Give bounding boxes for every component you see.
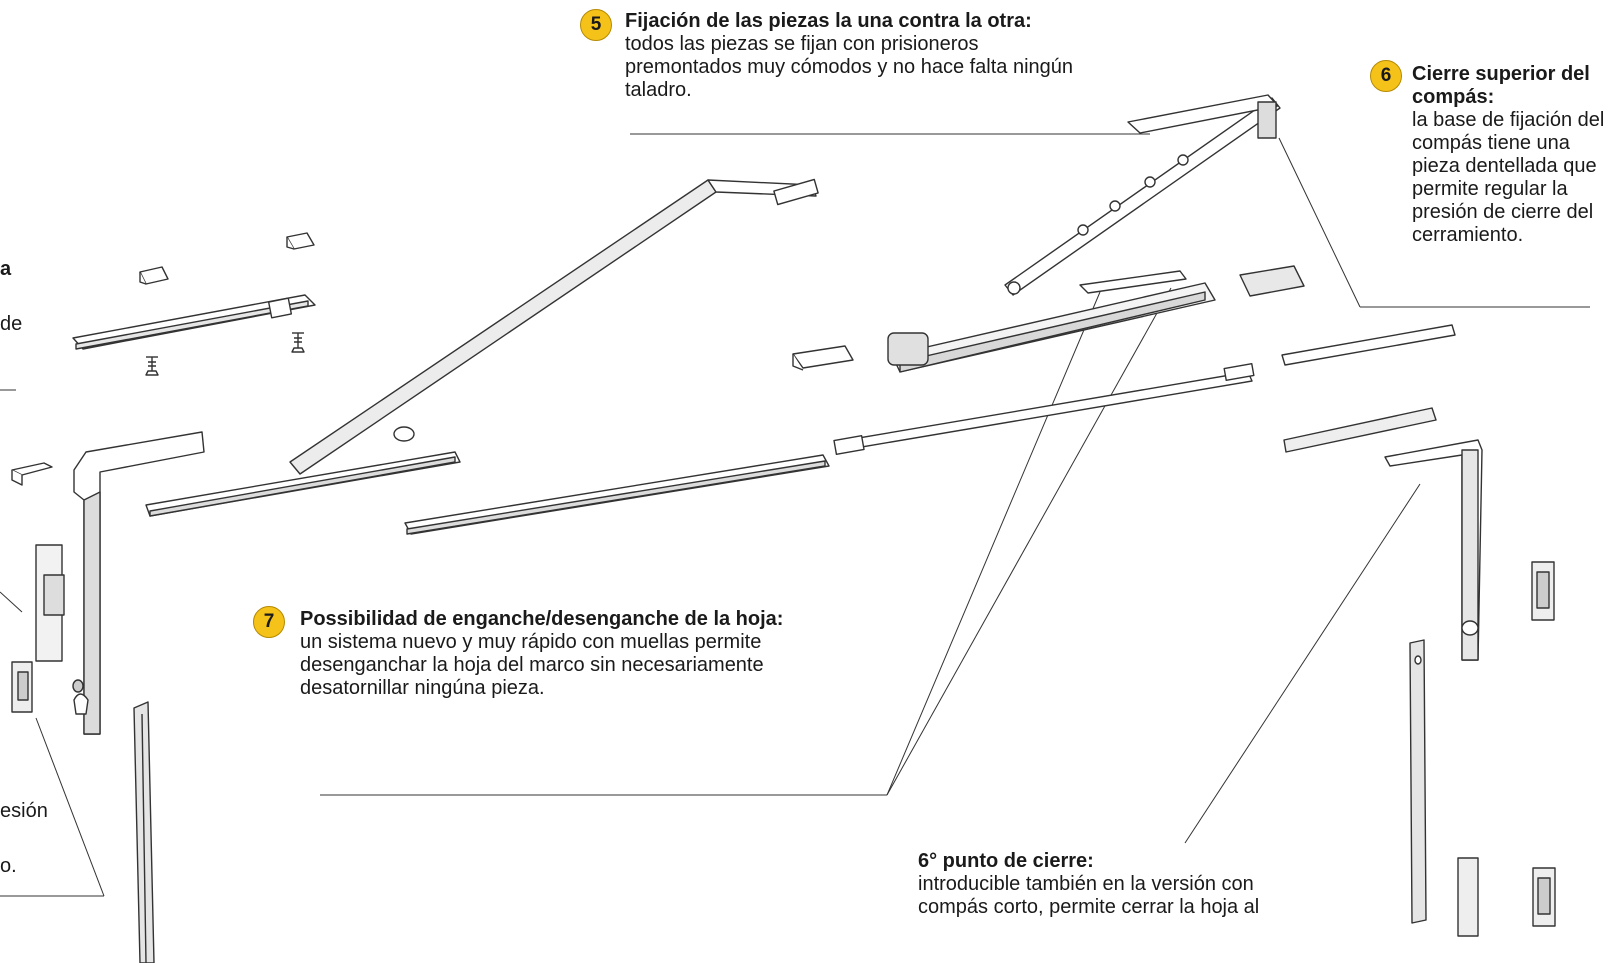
- stay-arm-icon: [145, 178, 819, 517]
- callout-7-badge: 7: [253, 606, 285, 638]
- locking-rail-icon: [133, 701, 155, 963]
- left-fragment-4: o.: [0, 855, 17, 877]
- clip-part-1: [139, 266, 169, 285]
- left-track-part: [72, 294, 316, 350]
- keeper-part: [35, 544, 65, 662]
- hinge-part-icon: [792, 282, 1216, 373]
- callout-5: Fijación de las piezas la una contra la …: [625, 10, 1095, 102]
- keeper-part-small: [11, 661, 33, 713]
- lower-rail: [404, 454, 830, 535]
- latch-part: [11, 462, 53, 486]
- right-arm: [1281, 324, 1456, 453]
- callout-5-body: todos las piezas se fijan con prisionero…: [625, 33, 1074, 101]
- left-fragment-2: de: [0, 313, 23, 335]
- locking-rail-icon: [1409, 639, 1427, 924]
- right-clip: [1239, 265, 1305, 297]
- callout-6-body: la base de fijación del compás tiene una…: [1412, 109, 1605, 246]
- screw-icon: [145, 356, 159, 376]
- callout-5-title: Fijación de las piezas la una contra la …: [625, 10, 1032, 32]
- callout-6-badge: 6: [1370, 60, 1402, 92]
- callout-sixth-point-body: introducible también en la versión con c…: [918, 873, 1260, 918]
- keeper-right-1: [1531, 561, 1555, 621]
- left-fragment-1: a: [0, 258, 12, 280]
- callout-5-badge: 5: [580, 9, 612, 41]
- callout-6: Cierre superior del compás: la base de f…: [1412, 63, 1614, 247]
- clip-part-2: [286, 232, 315, 250]
- upper-stay: [1004, 94, 1281, 296]
- left-fragment-3: esión: [0, 800, 48, 822]
- callout-7-body: un sistema nuevo y muy rápido con muella…: [300, 631, 764, 699]
- callout-sixth-point-title: 6° punto de cierre:: [918, 850, 1094, 872]
- corner-drive-icon: [72, 431, 205, 735]
- callout-6-title: Cierre superior del compás:: [1412, 63, 1590, 108]
- leader-lines: [0, 133, 1590, 897]
- keeper-right-2: [1457, 857, 1556, 937]
- screw-icon: [291, 332, 305, 353]
- callout-7: Possibilidad de enganche/desenganche de …: [300, 608, 845, 700]
- callout-7-title: Possibilidad de enganche/desenganche de …: [300, 608, 784, 630]
- corner-drive-icon: [1384, 439, 1483, 661]
- callout-sixth-point: 6° punto de cierre: introducible también…: [918, 850, 1318, 919]
- centre-rod: [833, 362, 1255, 456]
